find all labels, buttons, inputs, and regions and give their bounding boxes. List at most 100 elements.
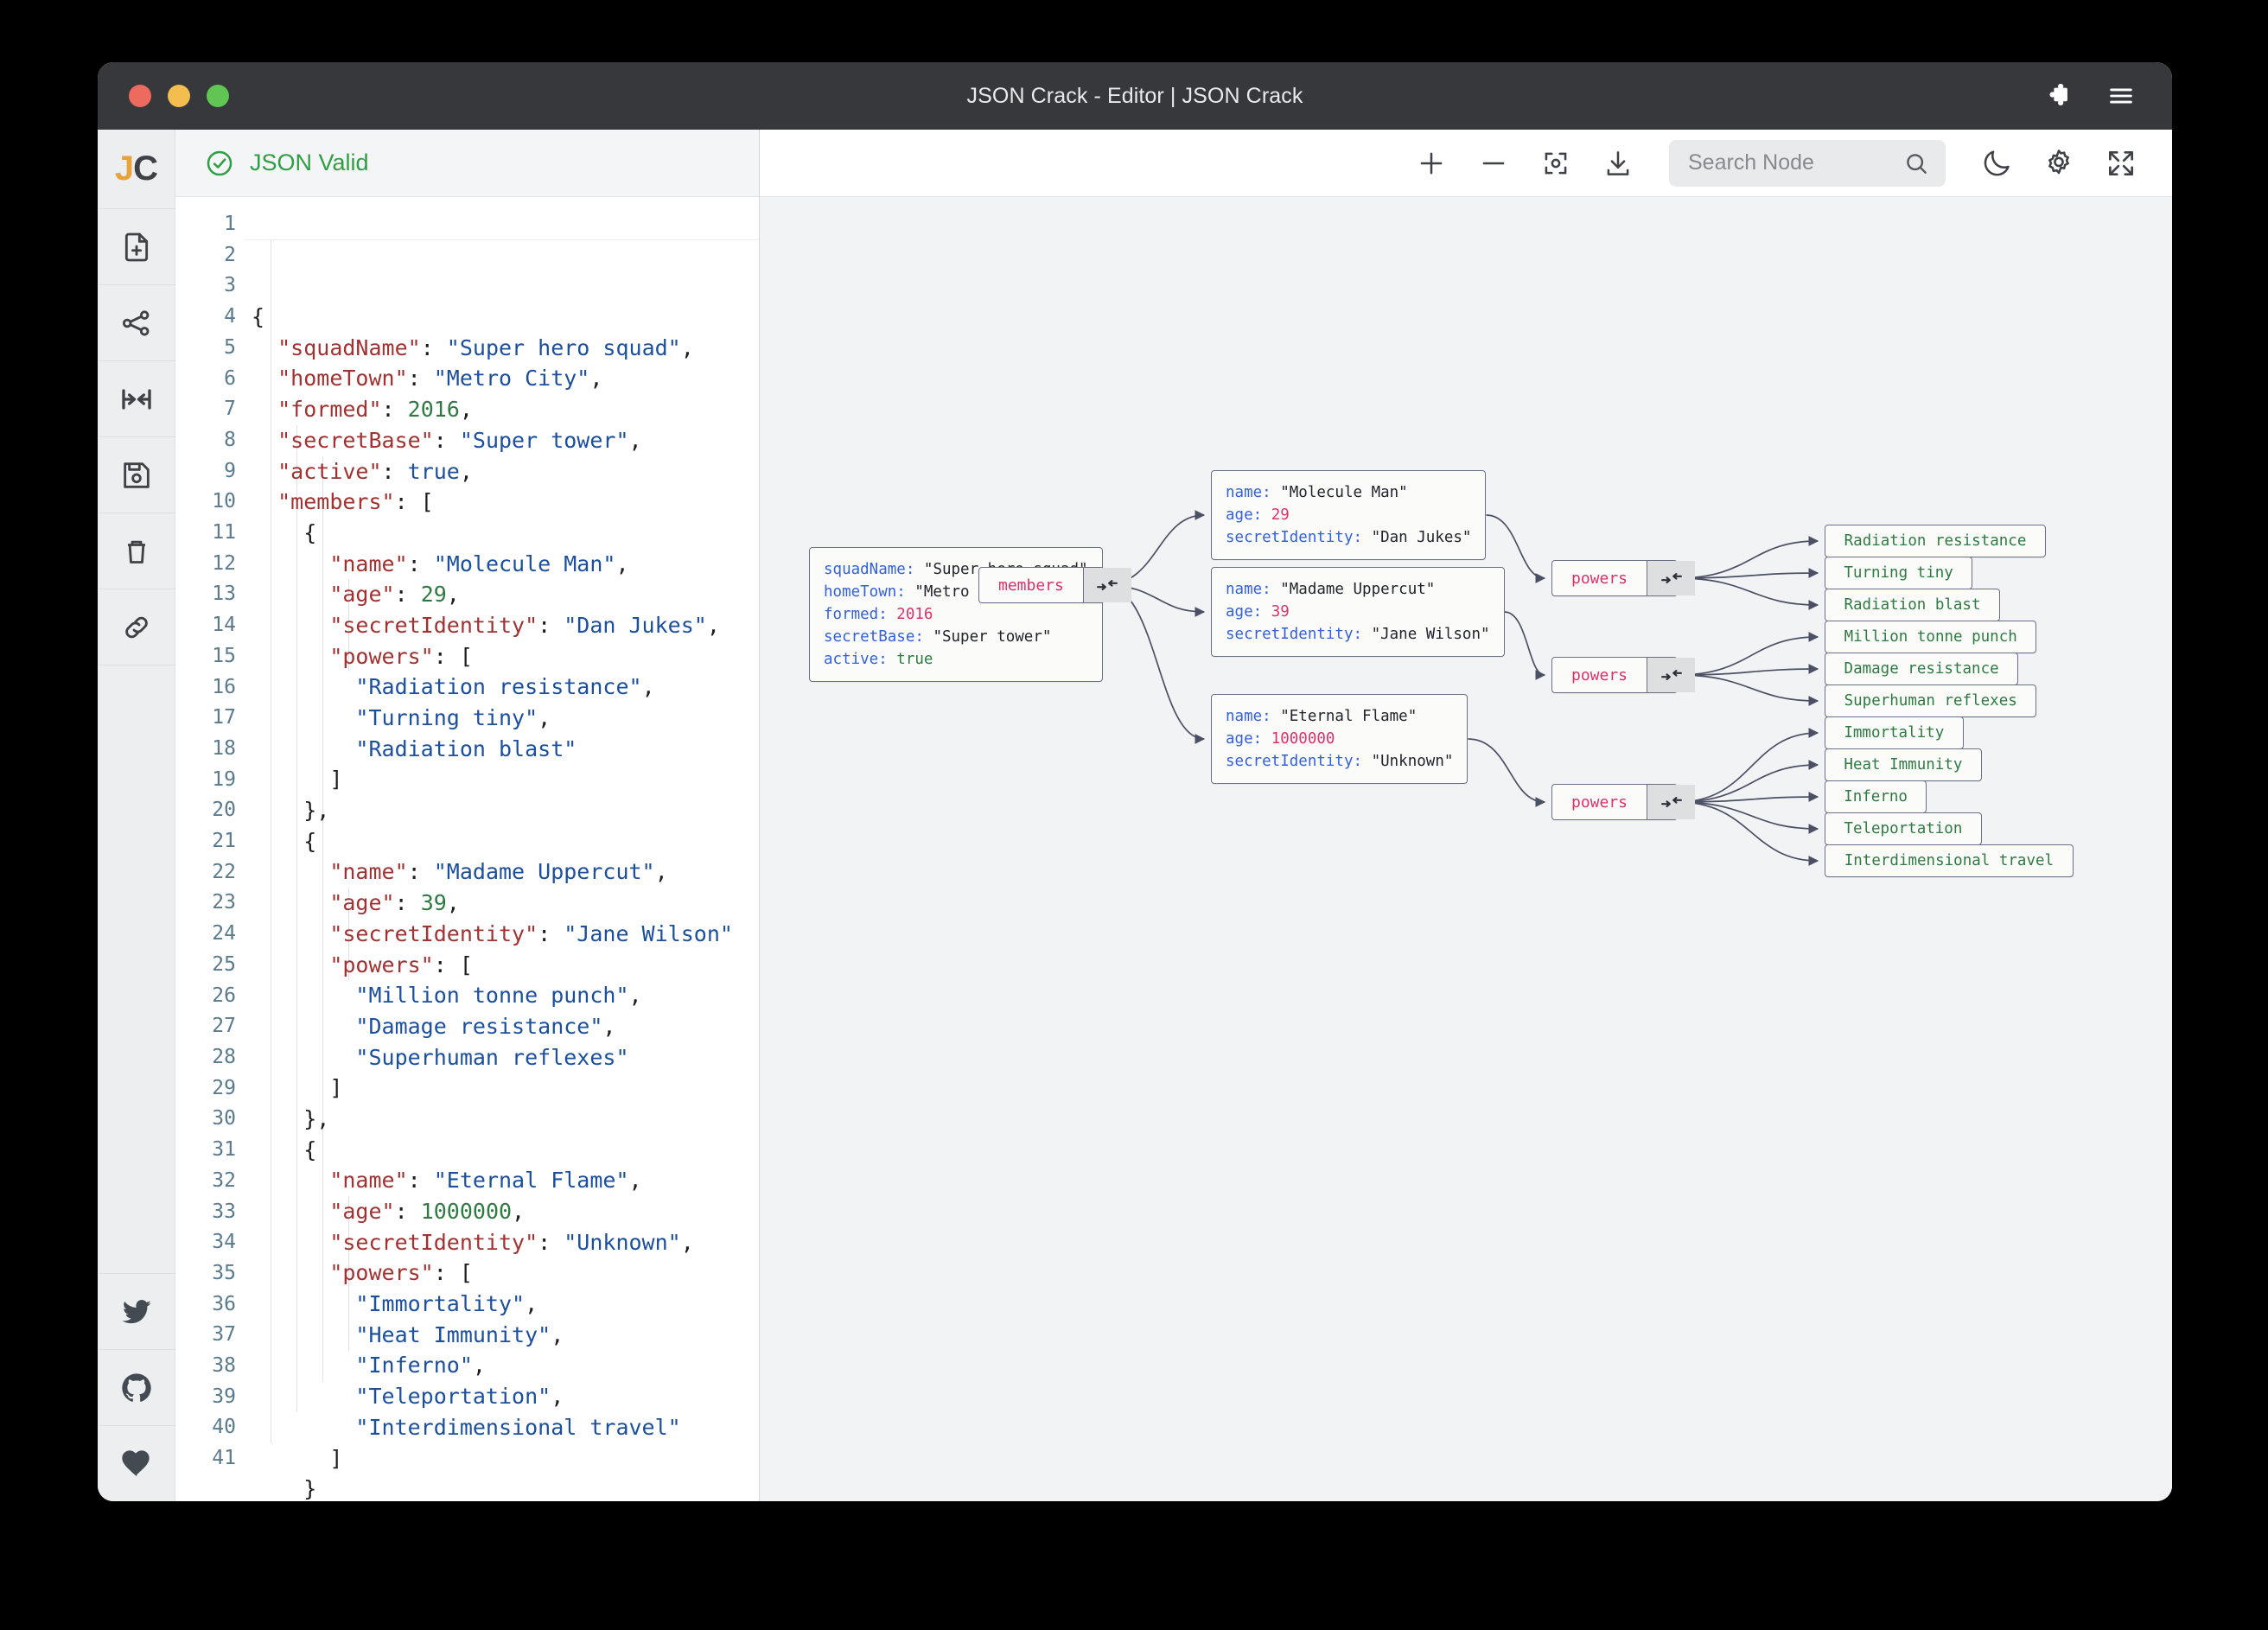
node-property-key: name:: [1226, 708, 1281, 725]
zoom-in-icon[interactable]: [1415, 147, 1448, 180]
puzzle-extension-icon[interactable]: [2044, 81, 2074, 111]
expand-fullscreen-icon[interactable]: [2105, 147, 2137, 180]
line-number: 1: [224, 213, 236, 235]
code-line: ]: [252, 764, 759, 795]
code-token: {: [303, 1137, 317, 1162]
node-property-value: 2016: [896, 606, 933, 623]
code-token: :: [394, 1199, 421, 1225]
collapse-node-button[interactable]: [1647, 785, 1696, 819]
line-number: 17: [212, 706, 236, 729]
collapse-node-button[interactable]: [1082, 568, 1131, 602]
code-token: ]: [329, 1075, 343, 1101]
line-number: 12: [212, 551, 236, 575]
collapse-node-button[interactable]: [1647, 658, 1696, 692]
power-leaf-node[interactable]: Immortality: [1825, 716, 1964, 749]
code-token: "Jane Wilson": [564, 920, 733, 946]
line-number: 5: [224, 335, 236, 359]
node-property-key: squadName:: [824, 561, 924, 578]
sidebar-item-delete-file[interactable]: [98, 513, 175, 589]
center-focus-icon[interactable]: [1539, 147, 1572, 180]
code-line: "secretBase": "Super tower",: [252, 425, 759, 456]
zoom-out-icon[interactable]: [1477, 147, 1510, 180]
close-window-button[interactable]: [129, 85, 151, 107]
hamburger-menu-icon[interactable]: [2106, 81, 2136, 111]
heart-icon: [119, 1447, 154, 1481]
power-leaf-node[interactable]: Superhuman reflexes: [1825, 684, 2037, 717]
collapse-node-button[interactable]: [1647, 561, 1696, 595]
members-array-node[interactable]: members: [978, 567, 1131, 603]
code-token: ,: [654, 859, 668, 885]
code-token: :: [538, 1229, 564, 1255]
graph-canvas[interactable]: squadName: "Super hero squad"homeTown: "…: [760, 197, 2172, 1501]
code-token: "secretIdentity": [329, 612, 538, 638]
code-line: }: [252, 1474, 759, 1501]
graph-edge: [1677, 792, 1819, 803]
sidebar-item-new-document[interactable]: [98, 209, 175, 285]
minimize-window-button[interactable]: [168, 85, 190, 107]
graph-edge: [1677, 568, 1819, 579]
powers-array-node[interactable]: powers: [1551, 657, 1696, 693]
floppy-save-icon: [119, 458, 154, 493]
search-input[interactable]: [1686, 150, 1894, 176]
power-leaf-node[interactable]: Damage resistance: [1825, 653, 2019, 685]
code-token: "Inferno": [355, 1353, 473, 1378]
line-number: 39: [212, 1385, 236, 1408]
graph-edge: [1677, 632, 1819, 676]
sidebar-item-twitter[interactable]: [98, 1273, 175, 1349]
power-leaf-node[interactable]: Interdimensional travel: [1825, 844, 2074, 877]
sidebar-item-copy-link[interactable]: [98, 589, 175, 665]
node-property-key: age:: [1226, 730, 1271, 748]
code-token: "Heat Immunity": [355, 1321, 551, 1347]
power-leaf-node[interactable]: Million tonne punch: [1825, 621, 2037, 653]
line-number: 38: [212, 1354, 236, 1378]
power-leaf-node[interactable]: Inferno: [1825, 780, 1927, 813]
sidebar-item-collapse-panel[interactable]: [98, 361, 175, 437]
line-number: 9: [224, 459, 236, 482]
sidebar-item-github[interactable]: [98, 1349, 175, 1425]
moon-icon[interactable]: [1980, 147, 2013, 180]
graph-edge: [1468, 738, 1546, 807]
line-number: 19: [212, 767, 236, 791]
powers-array-node[interactable]: powers: [1551, 560, 1696, 596]
node-property-key: secretIdentity:: [1226, 626, 1372, 643]
trash-icon: [119, 534, 154, 569]
graph-edge: [1677, 664, 1819, 676]
sidebar-item-save-file[interactable]: [98, 437, 175, 513]
search-node-box[interactable]: [1669, 139, 1946, 187]
powers-array-node[interactable]: powers: [1551, 784, 1696, 820]
line-number: 26: [212, 984, 236, 1007]
power-leaf-node[interactable]: Radiation blast: [1825, 589, 2000, 621]
code-token: ,: [459, 458, 473, 484]
code-token: ,: [538, 705, 551, 731]
sidebar-item-sponsor[interactable]: [98, 1425, 175, 1501]
power-leaf-node[interactable]: Teleportation: [1825, 812, 1982, 845]
maximize-window-button[interactable]: [207, 85, 229, 107]
code-token: "active": [277, 458, 382, 484]
code-line: "powers": [: [252, 1258, 759, 1289]
code-token: :: [407, 1168, 434, 1194]
code-line: "age": 1000000,: [252, 1196, 759, 1227]
code-line: "name": "Madame Uppercut",: [252, 856, 759, 888]
code-token: "Super hero squad": [446, 334, 681, 360]
code-token: :: [538, 920, 564, 946]
sidebar-item-share-graph[interactable]: [98, 285, 175, 361]
code-line: "name": "Molecule Man",: [252, 549, 759, 580]
code-line: "Million tonne punch",: [252, 980, 759, 1011]
code-content[interactable]: { "squadName": "Super hero squad", "home…: [245, 197, 759, 1501]
power-leaf-node[interactable]: Turning tiny: [1825, 557, 1973, 589]
node-property-value: 39: [1271, 603, 1290, 621]
code-token: "squadName": [277, 334, 421, 360]
download-icon[interactable]: [1602, 147, 1634, 180]
power-leaf-node[interactable]: Heat Immunity: [1825, 748, 1982, 781]
gear-icon[interactable]: [2042, 147, 2075, 180]
node-label: powers: [1571, 569, 1628, 588]
power-leaf-node[interactable]: Radiation resistance: [1825, 525, 2046, 557]
